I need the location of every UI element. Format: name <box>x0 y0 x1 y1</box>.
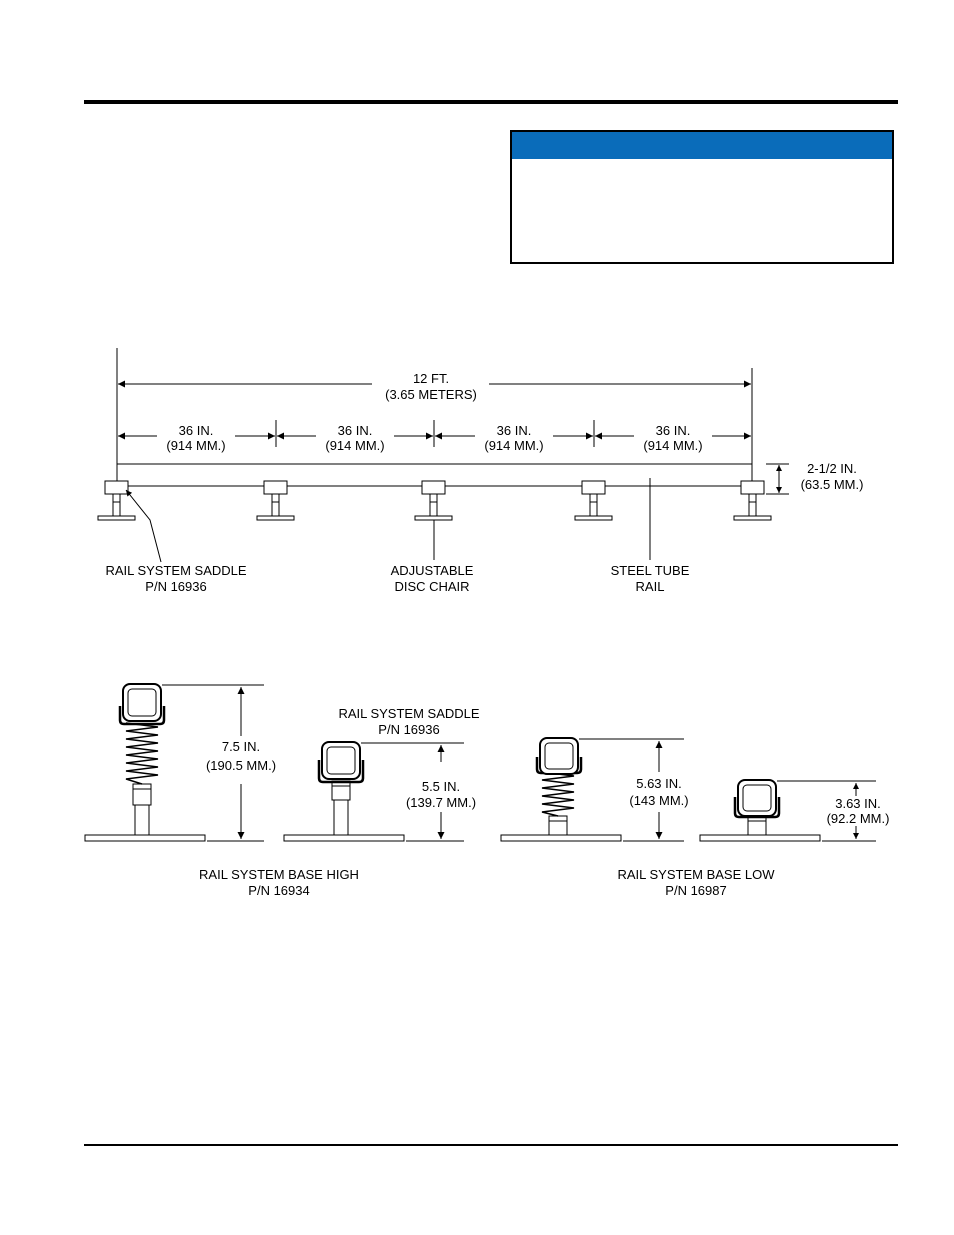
overall-length-ft: 12 FT. <box>413 371 449 386</box>
high-height-in: 7.5 IN. <box>222 739 260 754</box>
saddle-leader <box>125 489 162 563</box>
saddle-title-line2: P/N 16936 <box>378 722 439 737</box>
saddle-2 <box>256 480 295 521</box>
spring-low <box>541 771 575 817</box>
base-high-post <box>134 804 150 836</box>
saddle-5 <box>733 480 772 521</box>
notice-box <box>510 130 894 264</box>
base-low-collar <box>548 815 568 836</box>
base-low-short-plate <box>699 834 821 842</box>
span-3-in: 36 IN. <box>497 423 532 438</box>
saddle-title-line1: RAIL SYSTEM SADDLE <box>338 706 479 721</box>
base-high-caption-line1: RAIL SYSTEM BASE HIGH <box>199 867 359 882</box>
rail-height-in: 2-1/2 IN. <box>807 461 857 476</box>
span-4-mm: (914 MM.) <box>643 438 702 453</box>
tube-section-low-short <box>737 779 777 817</box>
saddle-height-in: 5.5 IN. <box>422 779 460 794</box>
span-2-mm: (914 MM.) <box>325 438 384 453</box>
tube-section-saddle <box>321 741 361 780</box>
saddle-height-mm: (139.7 MM.) <box>406 795 476 810</box>
base-high-collar <box>132 783 152 806</box>
base-high-caption-line2: P/N 16934 <box>248 883 309 898</box>
saddle-bracket <box>317 760 365 784</box>
base-high-plate <box>84 834 206 842</box>
tube-callout-line1: STEEL TUBE <box>611 563 690 578</box>
base-low-short-assembly <box>699 779 876 842</box>
tube-section-low-inner <box>544 742 574 770</box>
base-low-caption-line2: P/N 16987 <box>665 883 726 898</box>
spring-high <box>125 722 159 785</box>
span-1-in: 36 IN. <box>179 423 214 438</box>
base-low-assembly <box>500 737 684 842</box>
span-1-mm: (914 MM.) <box>166 438 225 453</box>
rail-height-mm: (63.5 MM.) <box>801 477 864 492</box>
base-saddle-assembly <box>283 741 464 842</box>
saddle-plate <box>283 834 405 842</box>
saddle-3 <box>414 480 453 521</box>
footer-rule <box>84 1144 898 1146</box>
chair-callout-line1: ADJUSTABLE <box>391 563 474 578</box>
saddle-1 <box>97 480 136 521</box>
tube-section-low-short-inner <box>742 784 772 812</box>
high-height-mm: (190.5 MM.) <box>206 758 276 773</box>
saddle-4 <box>574 480 613 521</box>
saddle-high-bracket <box>118 706 166 726</box>
saddle-callout-line2: P/N 16936 <box>145 579 206 594</box>
low-tall-height-in: 5.63 IN. <box>636 776 682 791</box>
tube-section-low <box>539 737 579 775</box>
base-low-plate <box>500 834 622 842</box>
saddle-post <box>333 799 349 836</box>
chair-callout-line2: DISC CHAIR <box>394 579 469 594</box>
base-low-short-collar <box>747 815 767 836</box>
span-4-in: 36 IN. <box>656 423 691 438</box>
span-2-in: 36 IN. <box>338 423 373 438</box>
tube-section-high <box>122 683 162 722</box>
tube-callout-line2: RAIL <box>636 579 665 594</box>
saddle-callout-line1: RAIL SYSTEM SADDLE <box>105 563 246 578</box>
rail-assembly <box>97 348 789 563</box>
saddle-collar <box>331 780 351 801</box>
overall-length-m: (3.65 METERS) <box>385 387 477 402</box>
low-tall-height-mm: (143 MM.) <box>629 793 688 808</box>
tube-section-high-inner <box>127 688 157 717</box>
notice-header-bar <box>512 132 892 159</box>
low-short-height-in: 3.63 IN. <box>835 796 881 811</box>
span-3-mm: (914 MM.) <box>484 438 543 453</box>
low-short-height-mm: (92.2 MM.) <box>827 811 890 826</box>
header-rule <box>84 100 898 104</box>
tube-section-saddle-inner <box>326 746 356 775</box>
base-high-assembly <box>84 683 264 842</box>
base-low-caption-line1: RAIL SYSTEM BASE LOW <box>617 867 775 882</box>
